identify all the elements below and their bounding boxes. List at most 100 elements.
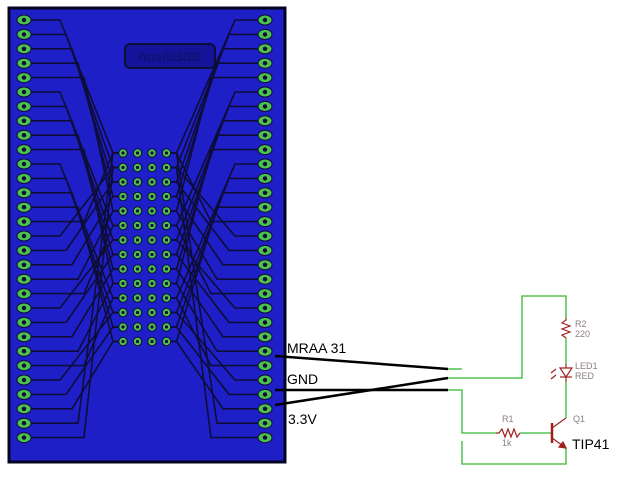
right-header-pad-hole (262, 89, 268, 95)
left-header (16, 14, 32, 444)
trace (24, 239, 123, 309)
center-pad-hole (121, 339, 125, 344)
center-pad-hole (135, 151, 140, 155)
left-header-pad-hole (21, 61, 27, 66)
center-pad-hole (121, 281, 125, 286)
right-header-pad-hole (262, 262, 268, 267)
trace (166, 253, 265, 324)
trace (166, 152, 265, 425)
left-header-pad-hole (21, 176, 27, 181)
left-header-pad-hole (21, 89, 27, 95)
right-header-pad-hole (262, 377, 268, 383)
pcb-traces (24, 19, 265, 439)
center-connector (118, 148, 172, 347)
center-pad-hole (121, 180, 125, 184)
center-pad-hole (121, 238, 125, 242)
left-header-pad-hole (21, 133, 27, 138)
center-pad-hole (164, 194, 169, 199)
center-pad-hole (150, 267, 154, 271)
wire-mraa (274, 354, 449, 371)
r2-value: 220 (575, 329, 591, 339)
left-header-pad-hole (21, 320, 27, 325)
led1 (550, 364, 574, 382)
trace (24, 181, 123, 252)
trace (24, 326, 123, 396)
center-pad-hole (150, 296, 154, 300)
center-pad-hole (164, 209, 169, 213)
center-pad-hole (121, 223, 125, 228)
right-header-pad-hole (262, 176, 268, 181)
right-header-pad-hole (262, 147, 268, 152)
trace (166, 210, 265, 281)
trace (24, 195, 123, 266)
center-pad-hole (164, 281, 169, 286)
3v3-label: 3.3V (288, 411, 317, 427)
right-header-pad-hole (262, 248, 268, 253)
right-header-pad-hole (262, 190, 268, 195)
left-header-pad-hole (21, 219, 27, 224)
left-header-pad-hole (21, 291, 27, 296)
left-header-pad-hole (21, 190, 27, 195)
left-header-pad-hole (21, 277, 27, 282)
center-pad-hole (150, 151, 154, 155)
center-pad-hole (150, 209, 154, 213)
center-pad-hole (135, 252, 140, 257)
r2-resistor (560, 318, 572, 339)
right-header-pad-hole (262, 320, 268, 325)
center-pad-hole (135, 238, 140, 242)
left-header-pad-hole (21, 334, 27, 339)
r1-resistor (496, 427, 521, 439)
center-pad-hole (150, 223, 154, 228)
led1-name: LED1 (575, 361, 598, 371)
r1-name: R1 (502, 414, 514, 424)
r2-name: R2 (575, 319, 587, 329)
center-pad-hole (164, 151, 169, 155)
center-pad-hole (121, 252, 125, 257)
center-pad-hole (164, 296, 169, 300)
center-pad-hole (164, 252, 169, 257)
trace (24, 152, 123, 425)
center-pad-hole (121, 296, 125, 300)
tip41-label: TIP41 (572, 436, 610, 452)
trace (24, 166, 123, 439)
mraa-31-label: MRAA 31 (287, 340, 347, 356)
right-header-pad-hole (262, 133, 268, 138)
center-pad-hole (135, 165, 140, 170)
center-pad-hole (164, 165, 169, 170)
left-header-pad-hole (21, 349, 27, 354)
center-pad-hole (121, 267, 125, 271)
center-pad-hole (135, 310, 140, 315)
right-header-pad-hole (262, 205, 268, 210)
center-pad-hole (150, 194, 154, 199)
left-header-pad-hole (21, 305, 27, 311)
right-header-pad-hole (262, 363, 268, 368)
right-header-pad-hole (262, 46, 268, 51)
right-header-pad-hole (262, 277, 268, 282)
right-header-pad-hole (262, 392, 268, 397)
center-pad-hole (164, 180, 169, 184)
right-header-pad-hole (262, 334, 268, 339)
center-pad-hole (135, 339, 140, 344)
trace (166, 181, 265, 252)
q1-transistor (550, 417, 568, 449)
center-pad-hole (150, 252, 154, 257)
left-header-pad-hole (21, 406, 27, 411)
left-header-pad-hole (21, 392, 27, 397)
left-header-pad-hole (21, 435, 27, 440)
center-pad-hole (164, 339, 169, 344)
center-pad-hole (164, 325, 169, 329)
right-header-pad-hole (262, 349, 268, 354)
center-pad-hole (164, 223, 169, 228)
center-pad-hole (135, 194, 140, 199)
center-pad-hole (150, 339, 154, 344)
wire-3v3 (274, 376, 449, 407)
center-pad-hole (135, 180, 140, 184)
center-pad-hole (150, 325, 154, 329)
left-header-pad-hole (21, 118, 27, 124)
left-header-pad-hole (21, 233, 27, 239)
center-pad-hole (150, 180, 154, 184)
left-header-pad-hole (21, 32, 27, 37)
trace (166, 326, 265, 396)
left-header-pad-hole (21, 205, 27, 210)
schematic-nets (448, 295, 567, 465)
